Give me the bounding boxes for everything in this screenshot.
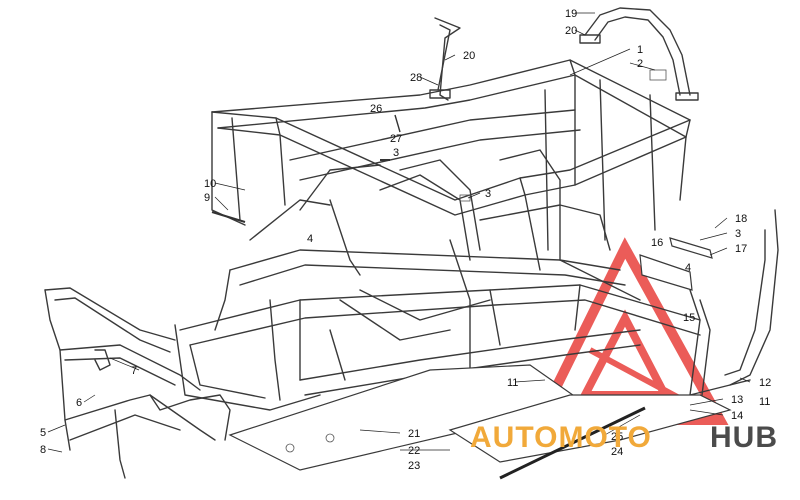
- callout-label: 17: [735, 243, 747, 255]
- callout-label: 7: [131, 365, 137, 377]
- callout-label: 10: [204, 178, 216, 190]
- callout-label: 15: [683, 312, 695, 324]
- watermark-text: AUTOMOTO HUB: [470, 421, 778, 454]
- callout-label: 3: [393, 147, 399, 159]
- callout-label: 2: [637, 58, 643, 70]
- callout-label: 13: [731, 394, 743, 406]
- skid-plate-rear: [448, 394, 732, 463]
- callout-label: 11: [507, 377, 518, 389]
- callout-label: 26: [370, 103, 382, 115]
- callout-label: 25: [611, 431, 623, 443]
- skid-plates: [228, 364, 732, 480]
- callout-label: 27: [390, 133, 402, 145]
- side-upright: [679, 209, 779, 411]
- bracket-28: [429, 17, 461, 101]
- callout-label: 3: [485, 188, 491, 200]
- bracket-16: [639, 237, 713, 291]
- callout-label: 14: [731, 410, 743, 422]
- callout-label: 20: [463, 50, 475, 62]
- callout-label: 5: [40, 427, 46, 439]
- callout-label: 12: [759, 377, 771, 389]
- callout-label: 4: [307, 233, 313, 245]
- roll-bar-upper: [579, 7, 699, 101]
- callout-label: 9: [204, 192, 210, 204]
- leader-lines: [47, 12, 751, 453]
- callout-label: 21: [408, 428, 420, 440]
- front-bumper: [44, 287, 231, 479]
- callout-label: 8: [40, 444, 46, 456]
- watermark-text-secondary: HUB: [710, 421, 778, 454]
- hardware: [211, 69, 667, 223]
- rod-25: [499, 406, 646, 480]
- watermark-text-primary: AUTOMOTO: [470, 421, 652, 454]
- callout-label: 20: [565, 25, 577, 37]
- main-frame: [174, 59, 701, 411]
- callout-label: 22: [408, 445, 420, 457]
- callout-label: 1: [637, 44, 643, 56]
- callout-label: 18: [735, 213, 747, 225]
- callout-label: 3: [735, 228, 741, 240]
- callout-label: 19: [565, 8, 577, 20]
- callout-label: 16: [651, 237, 663, 249]
- callout-label: 6: [76, 397, 82, 409]
- callout-label: 28: [410, 72, 422, 84]
- callout-label: 24: [611, 446, 623, 458]
- callout-label: 11: [759, 396, 770, 408]
- callout-label: 4: [685, 262, 691, 274]
- callout-label: 23: [408, 460, 420, 472]
